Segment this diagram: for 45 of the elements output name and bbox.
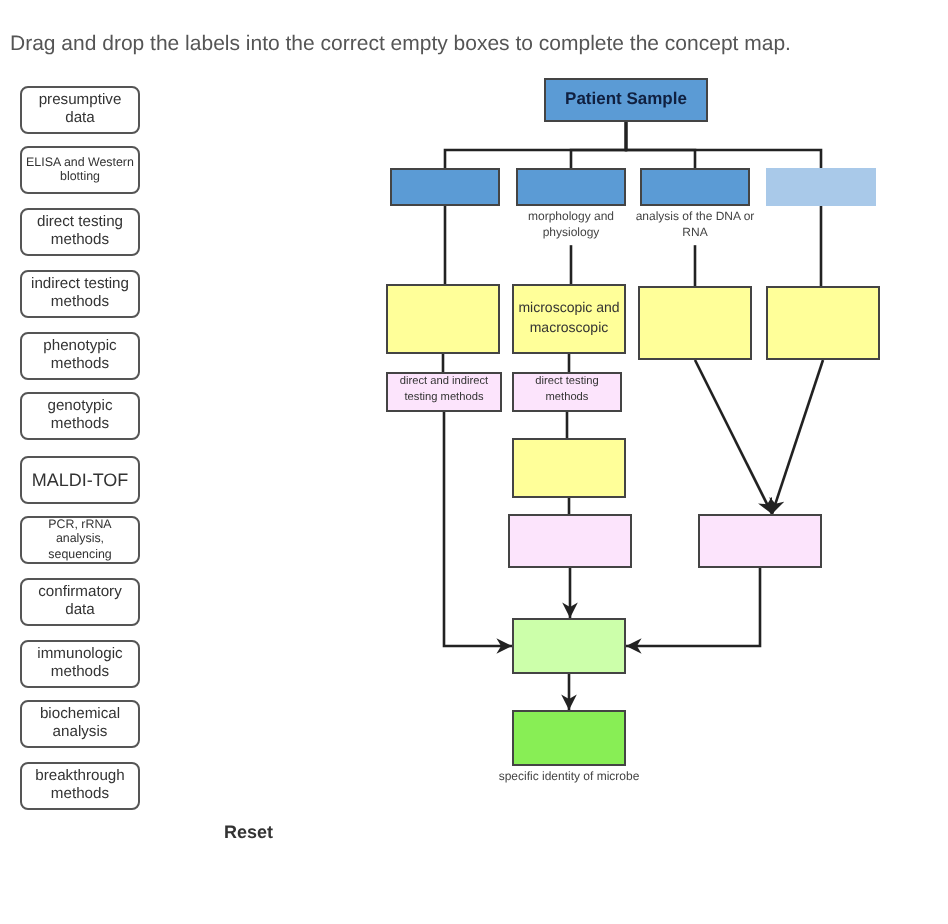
connector-line [567,354,571,372]
draggable-label [20,332,140,380]
connector-line [567,498,571,514]
arrow [442,412,512,654]
empty-box [508,514,632,568]
arrow [561,674,577,710]
connector-line [441,354,445,372]
draggable-label [20,762,140,810]
reset-button: Reset [224,822,274,842]
connector-line [624,122,823,168]
arrow [769,359,825,515]
empty-box [512,438,626,498]
draggable-label [20,516,140,564]
arrow [693,359,774,515]
empty-box [766,286,880,360]
draggable-label [20,392,140,440]
empty-box [516,168,626,206]
draggable-label [20,578,140,626]
draggable-label [20,456,140,504]
empty-box [766,168,876,206]
draggable-label [20,640,140,688]
empty-box [640,168,750,206]
draggable-label [20,700,140,748]
connector-line [565,412,569,438]
concept-box [512,372,622,412]
empty-box [386,284,500,354]
draggable-label [20,146,140,194]
connector-line [819,206,823,286]
node-text: MALDI-TOF [31,469,129,491]
concept-box [386,372,502,412]
concept-box [512,284,626,354]
instruction-text: Drag and drop the labels into the correct empty boxes to complete the concept map. [10,32,791,56]
draggable-label [20,208,140,256]
connector-line [443,206,447,284]
draggable-label [20,270,140,318]
empty-box [698,514,822,568]
empty-box [512,618,626,674]
empty-box [638,286,752,360]
draggable-label [20,86,140,134]
node-text: Patient Sample [565,88,687,112]
arrow [626,568,762,654]
arrow [562,568,578,618]
empty-box [512,710,626,766]
concept-box [544,78,708,122]
empty-box [390,168,500,206]
